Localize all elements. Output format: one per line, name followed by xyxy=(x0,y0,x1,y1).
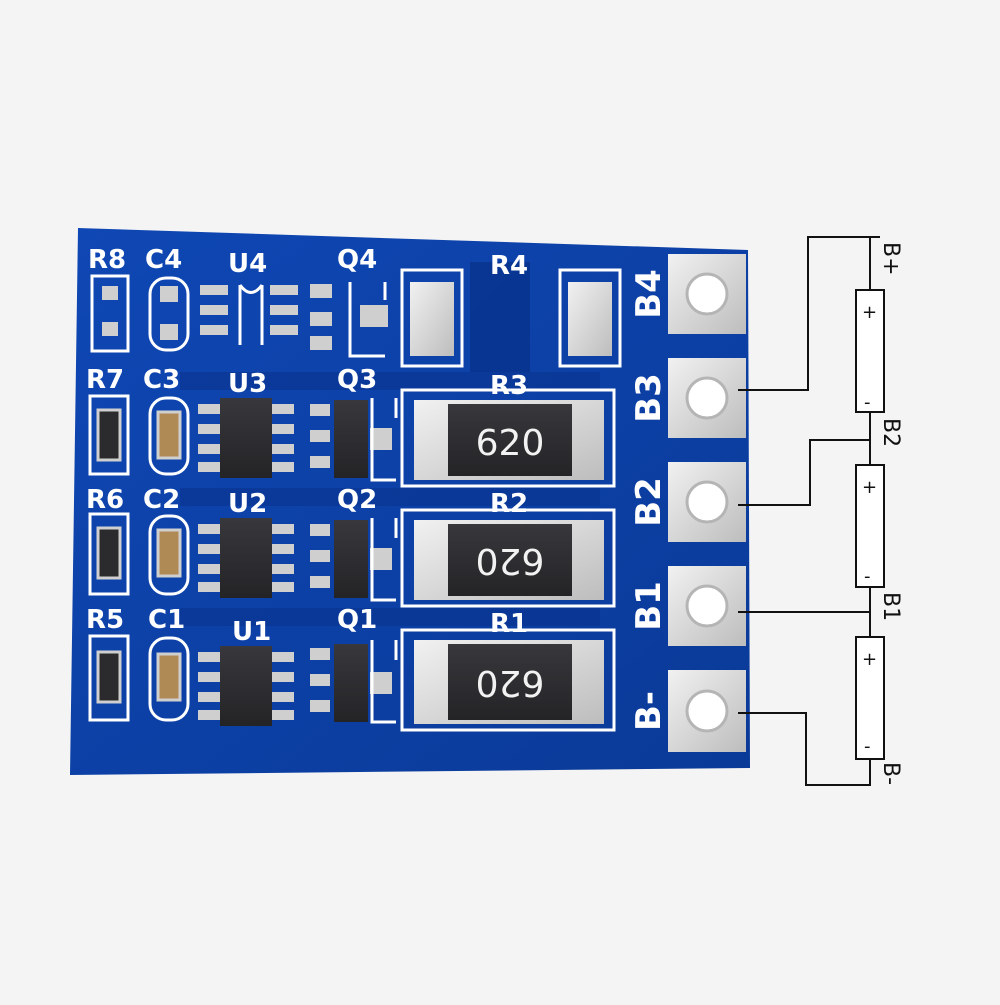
r5-outline xyxy=(88,634,130,722)
r1-marking: 620 xyxy=(476,662,545,703)
cell-middle-plus: + xyxy=(862,477,877,498)
wiring-diagram xyxy=(738,236,885,786)
cell-bottom xyxy=(855,636,885,760)
row-3: R7 C3 U3 Q3 R3 620 xyxy=(86,365,616,488)
c2-capacitor xyxy=(156,528,182,578)
terminal-b4: B4 xyxy=(629,254,746,334)
row-1: R5 C1 U1 Q1 R1 620 xyxy=(86,605,616,732)
q4-footprint xyxy=(310,282,388,358)
row-4: R8 C4 U4 Q4 R4 xyxy=(88,245,622,368)
u4-footprint xyxy=(200,284,298,345)
u3-chip xyxy=(198,398,294,478)
row-2: R6 C2 U2 Q2 R2 620 xyxy=(86,485,616,608)
label-c4: C4 xyxy=(145,245,182,275)
terminal-bminus: B- xyxy=(629,670,746,752)
q1-transistor xyxy=(310,640,398,724)
terminal-b2-label: B2 xyxy=(629,477,669,527)
r4-pad-outline xyxy=(400,268,464,368)
r7-outline xyxy=(88,394,130,476)
label-bplus: B+ xyxy=(878,242,903,276)
terminal-b2: B2 xyxy=(629,462,746,542)
label-r6: R6 xyxy=(86,485,124,515)
label-u4: U4 xyxy=(228,249,267,279)
u2-chip xyxy=(198,518,294,598)
c4-pad xyxy=(160,324,178,340)
cell-middle-minus: - xyxy=(864,566,871,587)
r4-pad-left xyxy=(410,282,454,356)
label-r1: R1 xyxy=(490,609,528,639)
terminal-strip: B4 B3 B2 B1 B- xyxy=(629,254,746,752)
label-r4: R4 xyxy=(490,251,528,281)
r4-pad-right xyxy=(568,282,612,356)
c1-outline xyxy=(148,636,190,722)
r4-pad-outline xyxy=(558,268,622,368)
u1-chip xyxy=(198,646,294,726)
label-c3: C3 xyxy=(143,365,180,395)
label-u2: U2 xyxy=(228,489,267,519)
wire-b2 xyxy=(738,412,871,506)
label-u1: U1 xyxy=(232,617,271,647)
terminal-b1-label: B1 xyxy=(629,581,669,631)
label-r7: R7 xyxy=(86,365,124,395)
label-q4: Q4 xyxy=(337,245,377,275)
label-q1: Q1 xyxy=(337,605,377,635)
r6-outline xyxy=(88,512,130,596)
c3-outline xyxy=(148,396,190,476)
q3-transistor xyxy=(310,398,398,482)
c4-pad xyxy=(160,286,178,302)
cell-bottom-plus: + xyxy=(862,649,877,670)
c2-outline xyxy=(148,514,190,596)
label-c2: C2 xyxy=(143,485,180,515)
label-b1: B1 xyxy=(878,592,903,621)
cell-top-plus: + xyxy=(862,302,877,323)
c3-capacitor xyxy=(156,410,182,460)
terminal-bminus-label: B- xyxy=(629,691,669,731)
wiring-labels: B+ B2 B1 B- + - + - + - xyxy=(862,242,903,785)
c1-capacitor xyxy=(156,652,182,702)
r8-pad xyxy=(102,286,118,300)
r3-marking: 620 xyxy=(476,423,545,464)
r2-resistor: 620 xyxy=(400,508,616,608)
cell-top xyxy=(855,289,885,413)
label-b2: B2 xyxy=(878,418,903,447)
label-r3: R3 xyxy=(490,371,528,401)
q2-transistor xyxy=(310,518,398,602)
cell-bottom-minus: - xyxy=(864,736,871,757)
terminal-b4-label: B4 xyxy=(629,269,669,319)
label-c1: C1 xyxy=(148,605,185,635)
label-r8: R8 xyxy=(88,245,126,275)
c4-outline xyxy=(148,276,190,352)
terminal-b1: B1 xyxy=(629,566,746,646)
r7-resistor xyxy=(96,408,122,462)
r8-pad xyxy=(102,322,118,336)
wire-b1 xyxy=(738,587,871,613)
wire-bminus xyxy=(738,712,871,786)
wire-bplus xyxy=(738,236,880,391)
terminal-b3: B3 xyxy=(629,358,746,438)
r3-resistor: 620 xyxy=(400,388,616,488)
label-q2: Q2 xyxy=(337,485,377,515)
r6-resistor xyxy=(96,526,122,580)
terminal-b3-label: B3 xyxy=(629,373,669,423)
r8-outline xyxy=(90,274,130,353)
label-bminus: B- xyxy=(878,762,903,785)
r2-marking: 620 xyxy=(476,540,545,581)
r5-resistor xyxy=(96,650,122,704)
label-r2: R2 xyxy=(490,489,528,519)
label-q3: Q3 xyxy=(337,365,377,395)
label-r5: R5 xyxy=(86,605,124,635)
r1-resistor: 620 xyxy=(400,628,616,732)
cell-top-minus: - xyxy=(864,392,871,413)
label-u3: U3 xyxy=(228,369,267,399)
cell-middle xyxy=(855,464,885,588)
